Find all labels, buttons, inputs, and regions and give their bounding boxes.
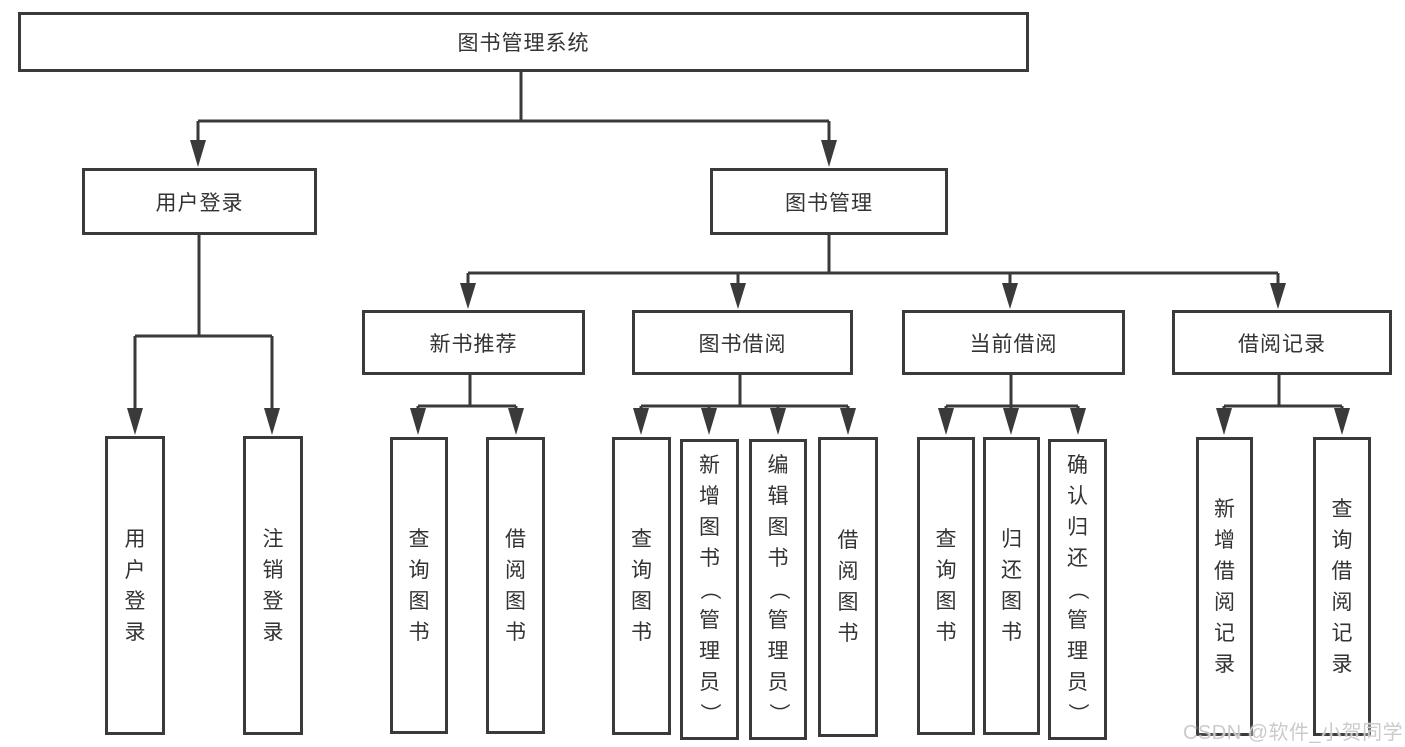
node-label: 用户登录 — [124, 527, 146, 644]
arrow-icon — [264, 408, 280, 435]
node-label: 确认归还（管理员） — [1066, 454, 1089, 724]
node-label: 编辑图书（管理员） — [766, 454, 790, 724]
node-book-borrowing: 图书借阅 — [632, 310, 853, 375]
arrow-icon — [938, 408, 954, 435]
node-label: 查询图书 — [631, 528, 652, 644]
arrow-icon — [1003, 408, 1019, 435]
node-label: 当前借阅 — [969, 332, 1058, 356]
node-label: 归还图书 — [1001, 528, 1022, 644]
leaf-logout: 注销登录 — [243, 436, 303, 735]
leaf-add-books-admin: 新增图书（管理员） — [680, 439, 739, 740]
node-label: 查询图书 — [935, 528, 957, 644]
node-label: 新增借阅记录 — [1214, 497, 1235, 676]
node-book-management: 图书管理 — [710, 168, 948, 235]
leaf-query-books-1: 查询图书 — [390, 437, 448, 734]
csdn-watermark: CSDN @软件_小贺同学 — [1183, 722, 1404, 744]
leaf-add-borrow-record: 新增借阅记录 — [1196, 437, 1253, 736]
leaf-query-books-2: 查询图书 — [612, 437, 671, 735]
leaf-borrow-books-2: 借阅图书 — [818, 437, 878, 737]
arrow-icon — [190, 140, 206, 167]
node-label: 查询借阅记录 — [1331, 497, 1353, 676]
node-label: 查询图书 — [408, 527, 430, 644]
arrow-icon — [821, 140, 837, 167]
node-label: 借阅图书 — [837, 529, 859, 645]
leaf-confirm-return-admin: 确认归还（管理员） — [1048, 439, 1107, 740]
arrow-icon — [410, 408, 426, 435]
leaf-user-login: 用户登录 — [105, 436, 165, 735]
arrow-icon — [1002, 283, 1018, 309]
node-label: 新增图书（管理员） — [698, 454, 721, 724]
node-root-system: 图书管理系统 — [18, 12, 1029, 72]
arrow-icon — [460, 283, 476, 309]
leaf-borrow-books-1: 借阅图书 — [486, 437, 545, 734]
arrow-icon — [730, 283, 746, 309]
node-user-login: 用户登录 — [82, 168, 317, 235]
leaf-edit-books-admin: 编辑图书（管理员） — [749, 439, 807, 740]
arrow-icon — [1070, 408, 1086, 435]
node-borrowing-records: 借阅记录 — [1172, 310, 1392, 375]
node-label: 图书管理系统 — [457, 32, 590, 55]
node-label: 注销登录 — [262, 527, 284, 644]
arrow-icon — [1270, 283, 1286, 309]
arrow-icon — [127, 408, 143, 435]
node-label: 图书借阅 — [698, 332, 787, 356]
arrow-icon — [840, 408, 856, 435]
arrow-icon — [701, 408, 717, 435]
leaf-query-books-3: 查询图书 — [917, 437, 975, 735]
arrowheads — [127, 140, 1350, 435]
node-label: 借阅图书 — [505, 527, 526, 644]
arrow-icon — [770, 408, 786, 435]
arrow-icon — [1334, 408, 1350, 435]
arrow-icon — [1216, 408, 1232, 435]
node-label: 图书管理 — [785, 191, 873, 215]
node-new-book-recommend: 新书推荐 — [362, 310, 585, 375]
node-label: 用户登录 — [155, 191, 244, 215]
arrow-icon — [633, 408, 649, 435]
node-label: 借阅记录 — [1238, 332, 1326, 356]
node-current-borrowing: 当前借阅 — [902, 310, 1125, 375]
leaf-return-books: 归还图书 — [983, 437, 1040, 735]
node-label: 新书推荐 — [429, 332, 518, 356]
leaf-query-borrow-record: 查询借阅记录 — [1313, 437, 1371, 736]
arrow-icon — [508, 408, 524, 435]
